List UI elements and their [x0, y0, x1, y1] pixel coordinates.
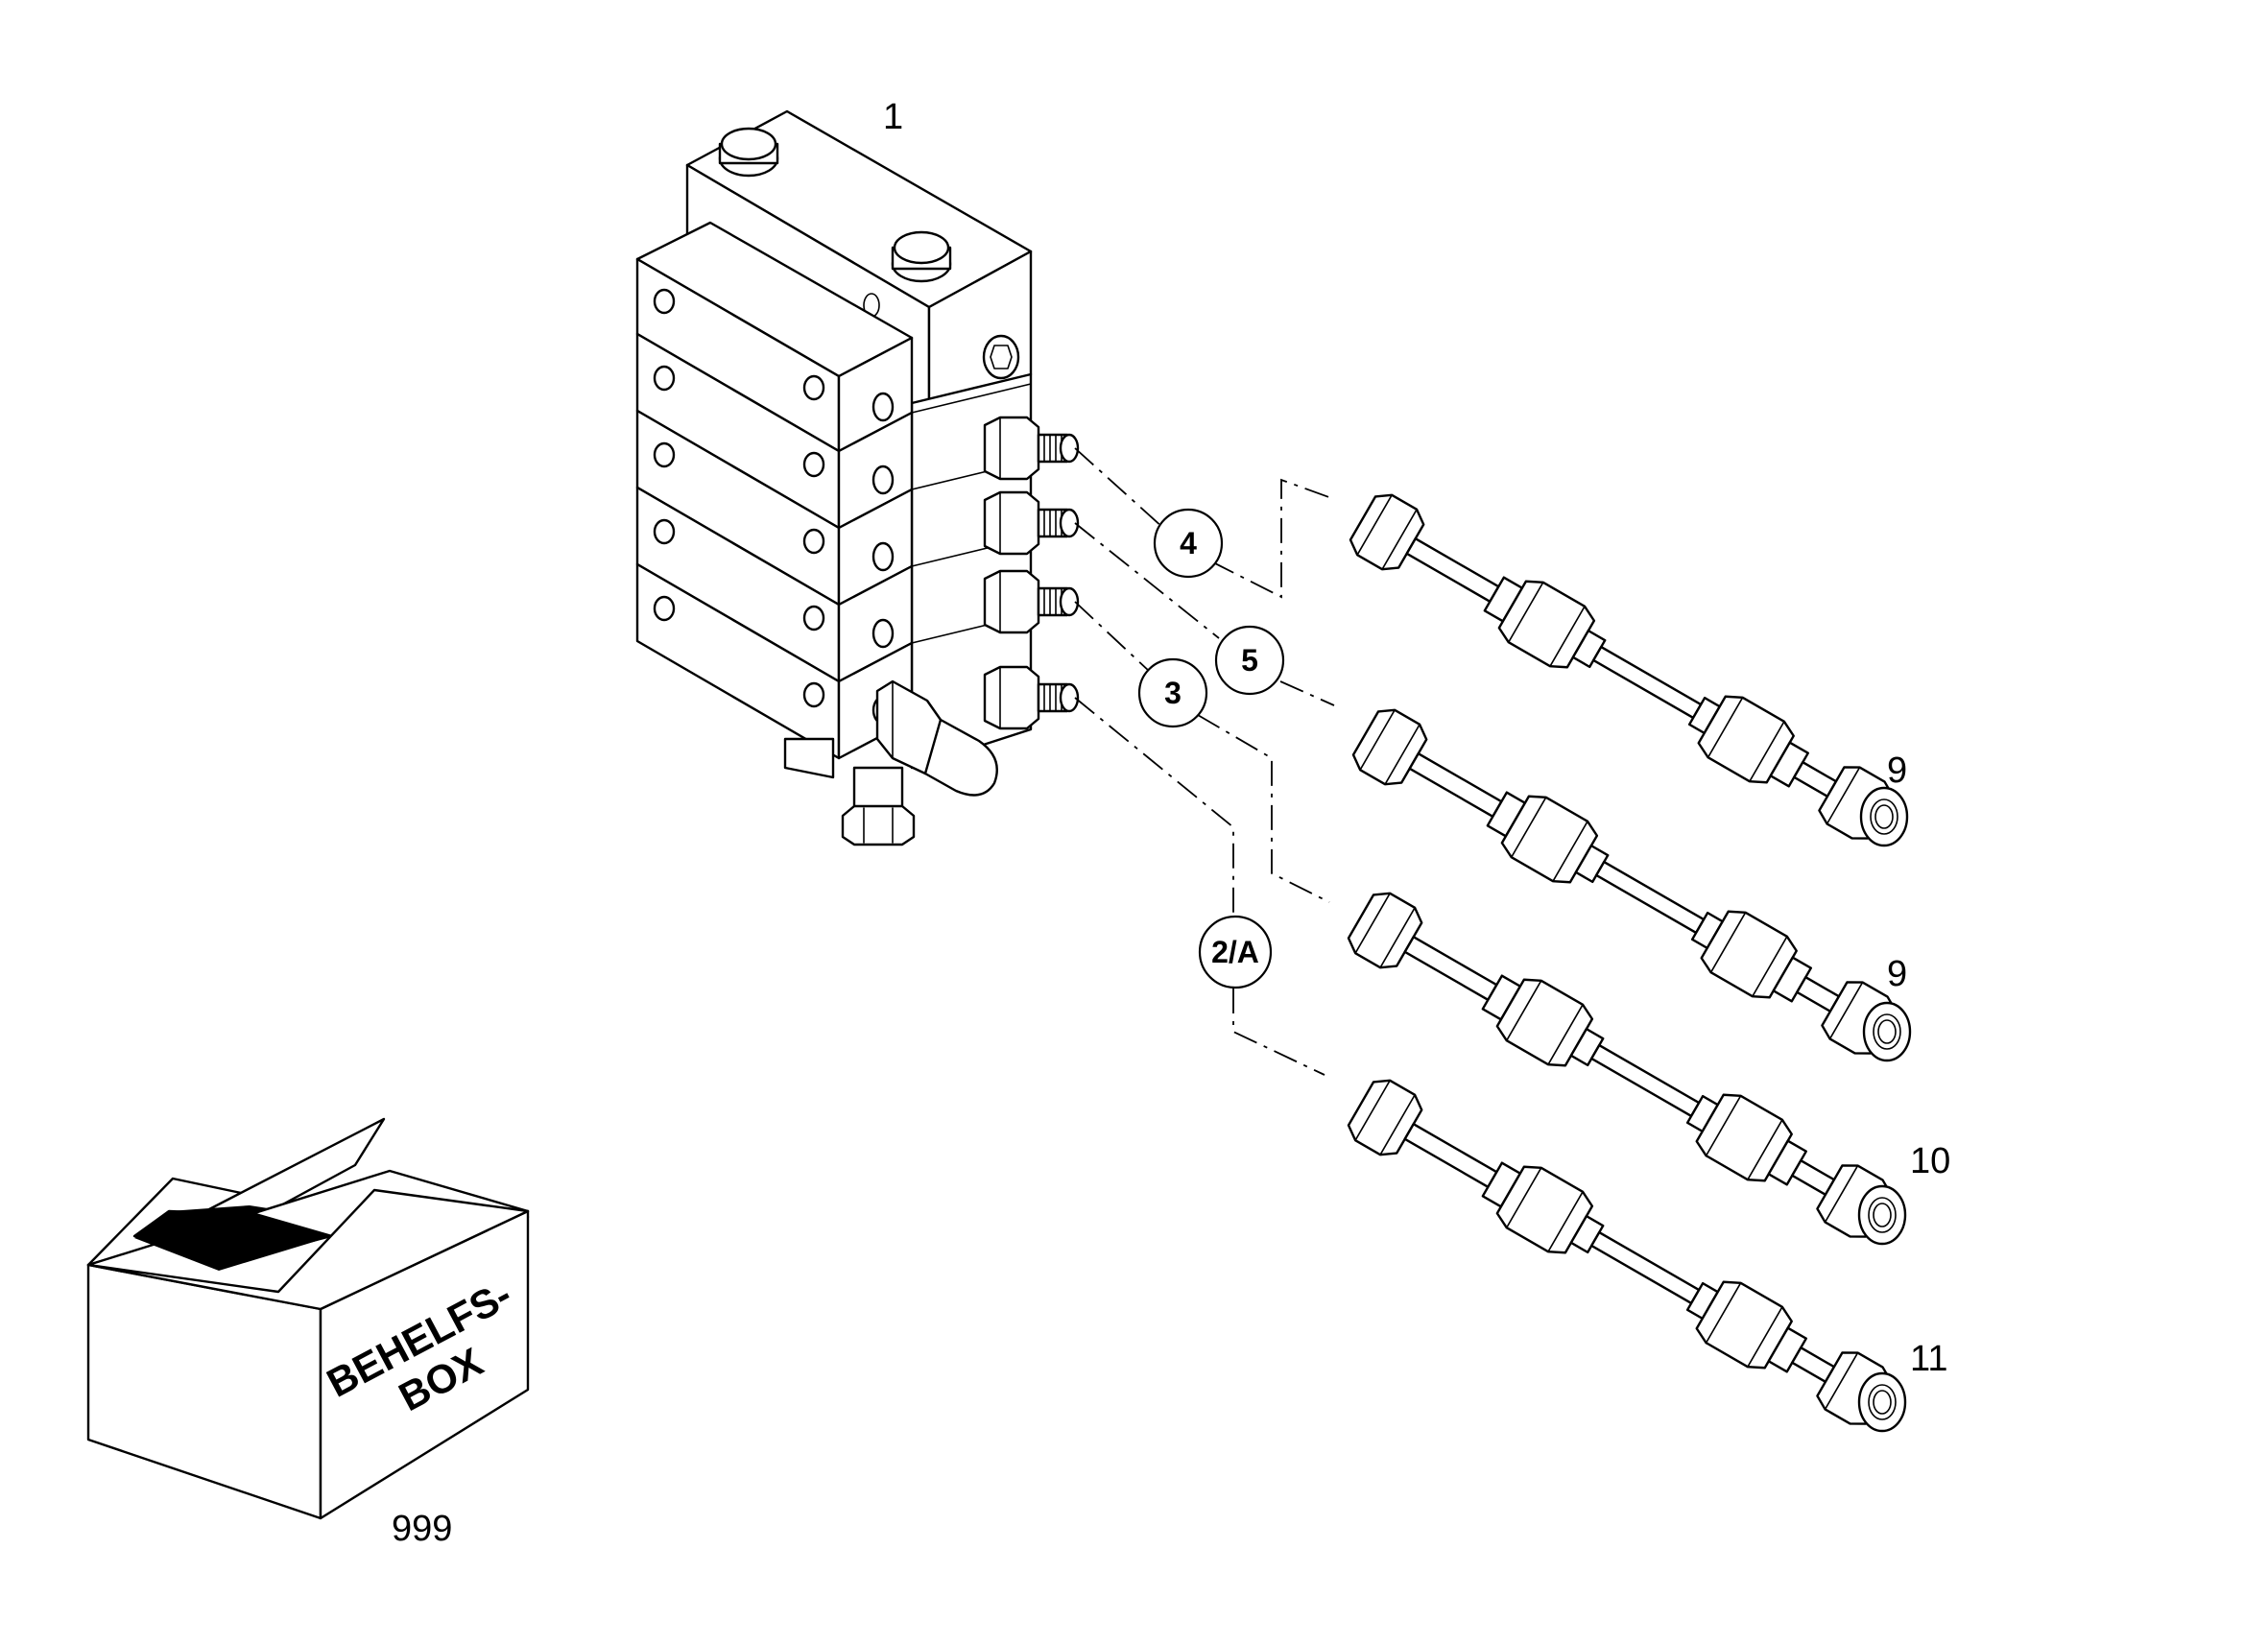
part-label-9a: 9	[1887, 751, 1907, 791]
hose-assembly-9b	[1347, 702, 1912, 1063]
part-label-10: 10	[1910, 1141, 1950, 1181]
callout-bubble-3: 3	[1137, 657, 1208, 728]
hose-assembly-10	[1342, 885, 1907, 1247]
callout-bubble-5: 5	[1214, 625, 1285, 696]
part-label-9b: 9	[1887, 954, 1907, 994]
callout-bubble-4: 4	[1153, 508, 1224, 579]
part-label-11: 11	[1910, 1339, 1947, 1379]
hose-assembly-11	[1342, 1072, 1907, 1434]
connection-lines	[1074, 447, 1335, 1076]
callout-bubble-5-text: 5	[1241, 643, 1258, 678]
callout-bubble-3-text: 3	[1164, 676, 1182, 710]
callout-bubble-4-text: 4	[1180, 526, 1197, 560]
behelfs-box: BEHELFS- BOX	[86, 1117, 530, 1520]
callout-bubble-2a-text: 2/A	[1211, 935, 1259, 969]
part-label-1: 1	[883, 97, 903, 137]
callout-bubble-2a: 2/A	[1198, 915, 1273, 989]
part-label-999: 999	[392, 1509, 452, 1549]
hose-assembly-9a	[1344, 487, 1909, 848]
distributor-block	[635, 109, 1080, 846]
